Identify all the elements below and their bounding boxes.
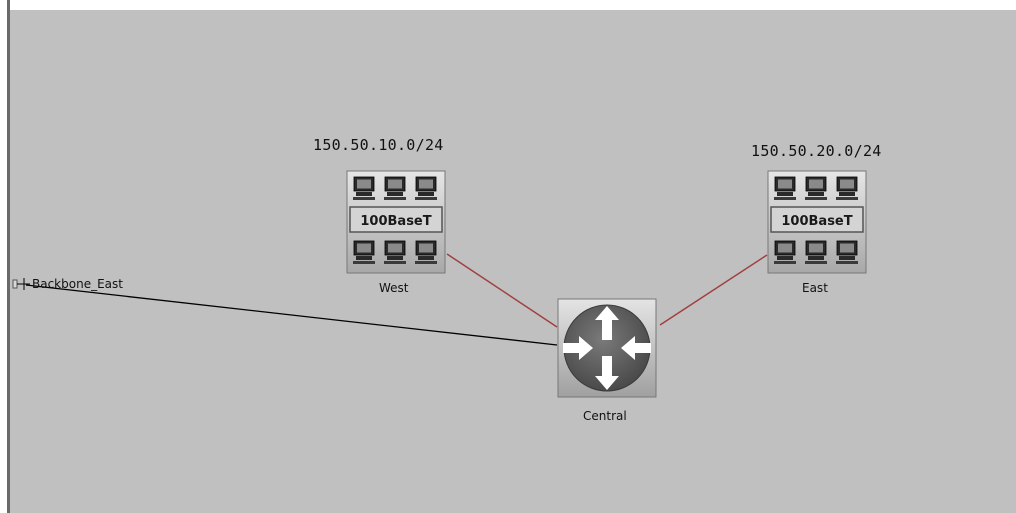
node-label-backbone: Backbone_East [32,277,123,291]
node-label-central: Central [583,409,627,423]
subnet-label-east: 150.50.20.0/24 [751,142,882,160]
subnet-label-west: 150.50.10.0/24 [313,136,444,154]
svg-text:100BaseT: 100BaseT [360,214,431,229]
node-label-west: West [379,281,409,295]
lan-hub-icon: 100BaseT [767,170,867,274]
router-node-central[interactable] [557,298,657,398]
link-west-central[interactable] [446,253,558,328]
link-east-central[interactable] [659,254,768,326]
lan-node-east[interactable]: 100BaseT [767,170,867,274]
workspace-left-border [7,0,10,513]
router-icon [557,298,657,398]
node-label-east: East [802,281,828,295]
svg-text:100BaseT: 100BaseT [781,214,852,229]
external-connector-icon[interactable] [12,278,30,290]
lan-node-west[interactable]: 100BaseT [346,170,446,274]
link-backbone-central[interactable] [25,284,558,346]
lan-hub-icon: 100BaseT [346,170,446,274]
